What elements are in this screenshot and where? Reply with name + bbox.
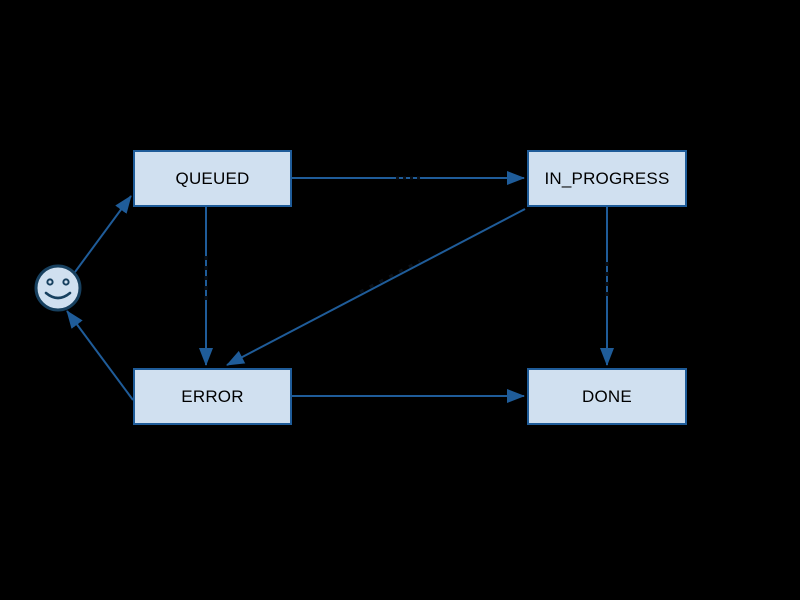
smiley-eye-right-icon: [62, 278, 70, 286]
state-label-queued: QUEUED: [175, 169, 250, 188]
state-node-done[interactable]: DONE: [527, 368, 687, 425]
state-label-in-progress: IN_PROGRESS: [544, 169, 670, 188]
state-node-in-progress[interactable]: IN_PROGRESS: [527, 150, 687, 207]
state-node-error[interactable]: ERROR: [133, 368, 292, 425]
smiley-face-icon: [34, 264, 82, 312]
smiley-mouth-icon: [44, 291, 72, 300]
edge-label-mark-in-progress-error: [359, 259, 421, 294]
start-smiley-node[interactable]: [34, 264, 82, 312]
state-node-queued[interactable]: QUEUED: [133, 150, 292, 207]
state-label-done: DONE: [582, 387, 632, 406]
edge-in-progress-to-error: [226, 208, 526, 366]
edge-error-to-start: [66, 310, 134, 401]
state-label-error: ERROR: [181, 387, 244, 406]
smiley-eye-left-icon: [46, 278, 54, 286]
edge-start-to-queued: [74, 195, 132, 273]
